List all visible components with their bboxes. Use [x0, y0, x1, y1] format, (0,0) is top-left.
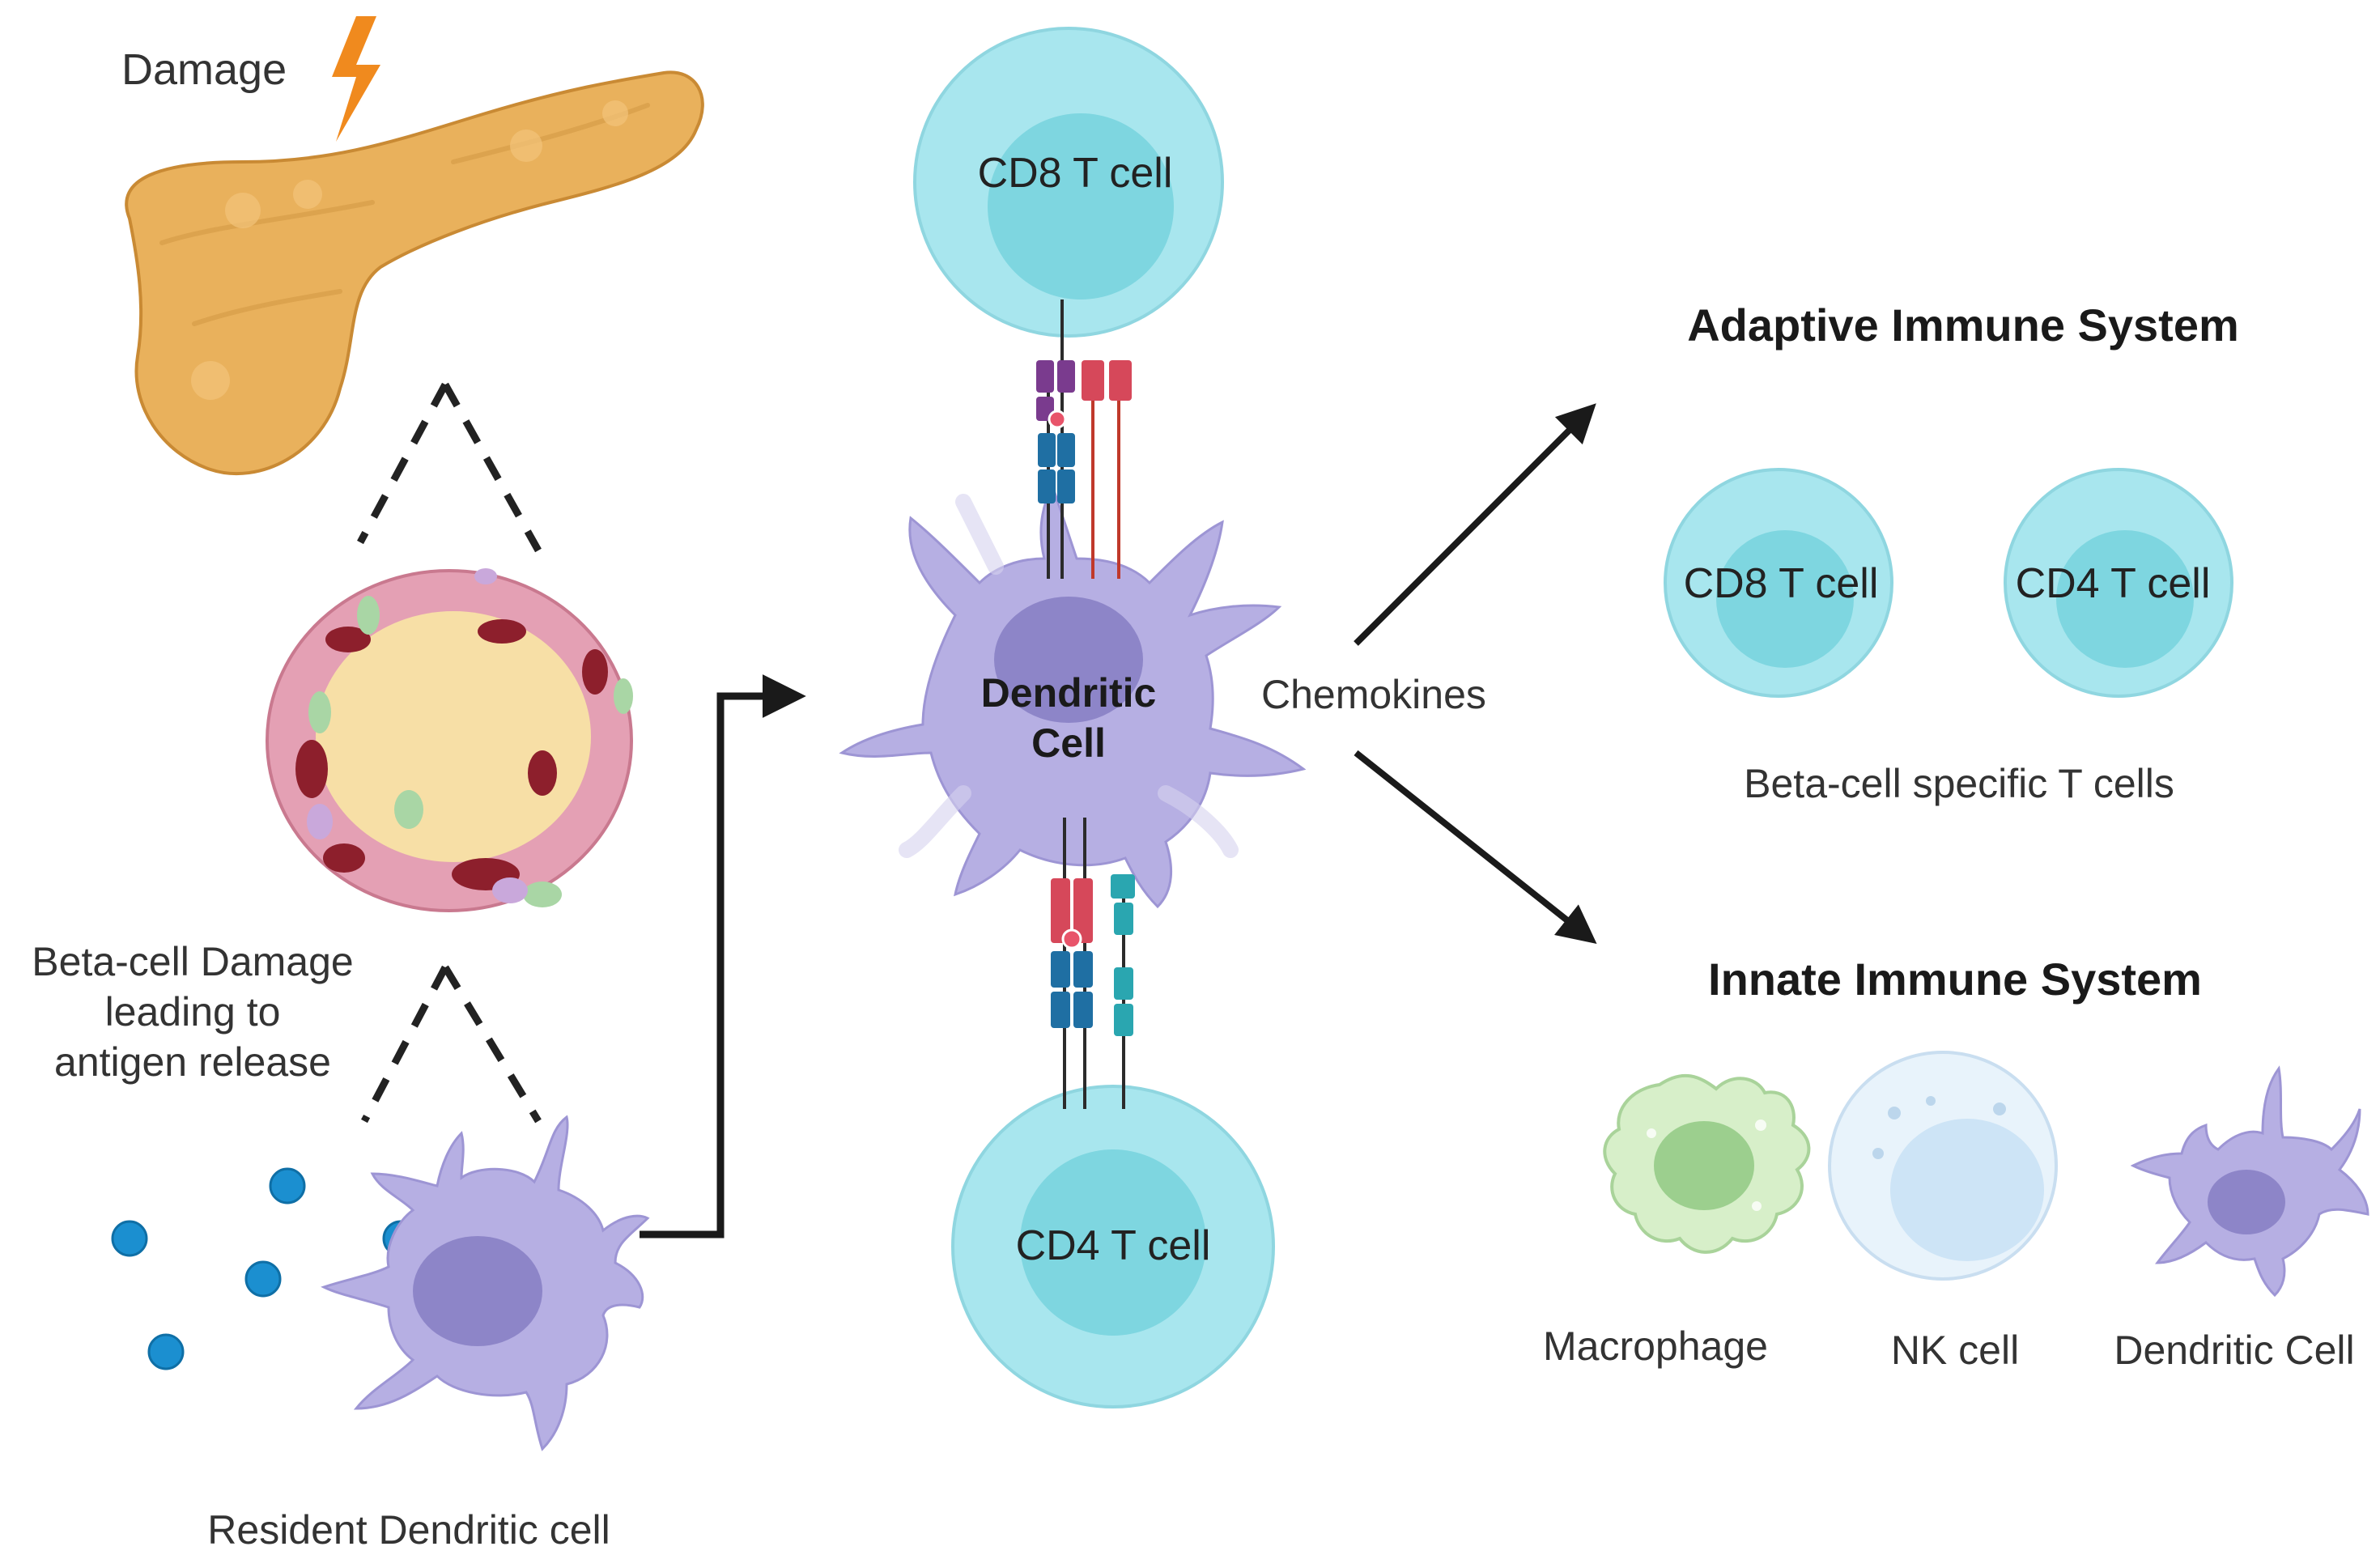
cd8-top-label: CD8 T cell	[977, 150, 1173, 197]
innate-title: Innate Immune System	[1708, 954, 2202, 1005]
chemokines-label: Chemokines	[1261, 672, 1486, 717]
macrophage-label: Macrophage	[1543, 1323, 1768, 1369]
innate-dendritic-cell-icon	[2130, 1065, 2369, 1298]
receptor-icon	[1051, 818, 1135, 1109]
arrow-icon	[1354, 403, 1596, 646]
beta-specific-label: Beta-cell specific T cells	[1744, 761, 2174, 806]
adaptive-cd8-label: CD8 T cell	[1683, 560, 1879, 607]
t-cell-icon	[951, 1085, 1275, 1408]
cd4-bottom-label: CD4 T cell	[1015, 1222, 1211, 1269]
lightning-icon	[332, 16, 380, 142]
central-dc-label-line2: Cell	[1031, 720, 1106, 766]
central-dendritic-cell-icon	[839, 482, 1307, 909]
arrow-icon	[1354, 750, 1597, 944]
nk-cell-icon	[1828, 1051, 2058, 1281]
adaptive-cd4-label: CD4 T cell	[2015, 560, 2211, 607]
zoom-lines-upper	[357, 382, 542, 553]
t-cell-icon	[2004, 468, 2233, 698]
t-cell-icon	[913, 27, 1224, 338]
resident-dendritic-cell-icon	[321, 1115, 650, 1451]
innate-dc-label: Dendritic Cell	[2114, 1328, 2355, 1373]
resident-dc-label: Resident Dendritic cell	[207, 1507, 610, 1553]
macrophage-icon	[1603, 1073, 1811, 1254]
central-dc-label-line1: Dendritic	[980, 670, 1157, 716]
antigen-icon	[111, 1167, 419, 1370]
receptor-icon	[1036, 300, 1132, 579]
islet-icon	[266, 568, 633, 912]
damage-label: Damage	[121, 45, 287, 94]
pancreas-icon	[125, 70, 704, 476]
adaptive-title: Adaptive Immune System	[1687, 300, 2239, 351]
beta-damage-label-line1: Beta-cell Damage	[32, 939, 354, 984]
nk-cell-label: NK cell	[1890, 1328, 2020, 1373]
zoom-lines-lower	[361, 965, 542, 1124]
beta-damage-label-line3: antigen release	[54, 1039, 331, 1085]
arrow-to-central-dc	[640, 674, 806, 1238]
beta-damage-label-line2: leading to	[104, 989, 281, 1035]
t-cell-icon	[1664, 468, 1893, 698]
